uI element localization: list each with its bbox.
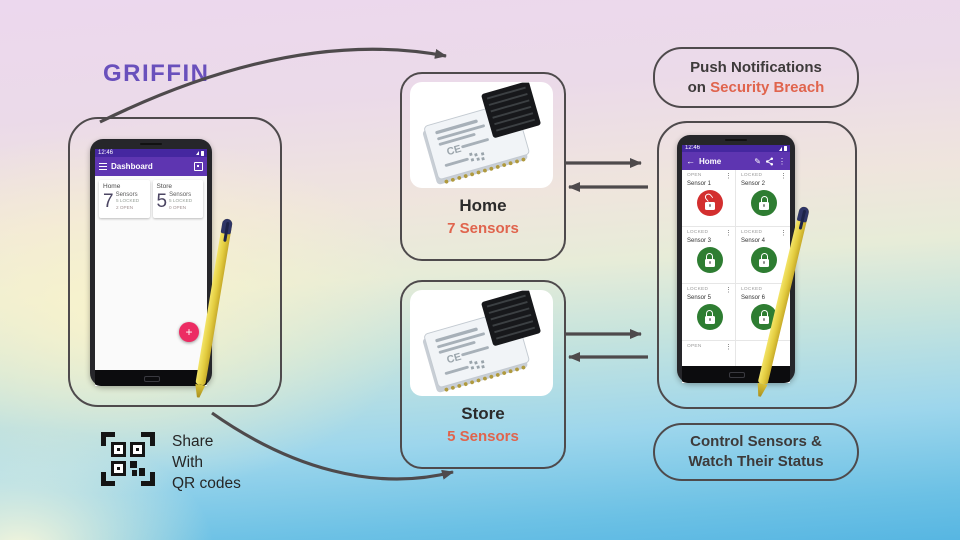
home-module-box: Home 7 Sensors (400, 72, 566, 261)
home-key[interactable] (729, 372, 745, 378)
signal-icon (779, 146, 782, 151)
battery-icon (201, 150, 204, 156)
status-bar: 12:46 (682, 145, 790, 152)
card-menu-icon[interactable]: ⋮ (725, 344, 732, 351)
open-count: 2 OPEN (115, 206, 133, 211)
dashboard-phone: 12:46 Dashboard Home 7 Sensors 5 LOCKED … (90, 139, 212, 386)
share-line-2: With (172, 454, 203, 471)
sensor-count: 7 (103, 191, 114, 212)
lock-toggle[interactable] (696, 304, 723, 330)
menu-icon[interactable] (99, 163, 107, 170)
card-menu-icon[interactable]: ⋮ (780, 173, 787, 180)
control-line-1: Control Sensors & (690, 433, 822, 450)
app-bar-title: Dashboard (111, 162, 153, 171)
phone-bottom-bezel (95, 370, 207, 386)
control-sensors-callout: Control Sensors & Watch Their Status (653, 423, 859, 481)
share-icon[interactable] (765, 157, 774, 166)
overflow-menu-icon[interactable]: ⋮ (778, 156, 786, 166)
back-icon[interactable]: ← (686, 156, 695, 166)
status-bar: 12:46 (95, 149, 207, 157)
app-bar: ← Home ✎ ⋮ (682, 152, 790, 170)
control-phone-frame (657, 121, 857, 409)
status-time: 12:46 (685, 145, 701, 151)
page-title: GRIFFIN (103, 60, 210, 87)
locked-count: 5 LOCKED (169, 199, 193, 204)
sensor-card-7-partial[interactable]: OPEN⋮ (682, 341, 736, 366)
share-line-1: Share (172, 433, 214, 450)
push-notifications-callout: Push Notifications on Security Breach (653, 47, 859, 108)
phone-bottom-bezel (682, 366, 790, 383)
home-module-image (410, 82, 553, 188)
card-title: Store (156, 183, 173, 190)
card-menu-icon[interactable]: ⋮ (725, 230, 732, 237)
open-count: 0 OPEN (169, 206, 187, 211)
app-bar-title: Home (699, 156, 722, 166)
home-module-label: Home (459, 196, 507, 215)
lock-toggle[interactable] (751, 247, 777, 273)
security-breach-highlight: Security Breach (710, 78, 825, 96)
card-menu-icon[interactable]: ⋮ (780, 230, 787, 237)
sensor-name: Sensor 1 (687, 181, 712, 187)
locked-count: 5 LOCKED (115, 199, 139, 204)
edit-icon[interactable]: ✎ (754, 156, 761, 166)
control-screen: 12:46 ← Home ✎ ⋮ OPEN⋮ Sensor 1 LOCKED⋮ … (682, 145, 790, 383)
share-line-3: QR codes (172, 475, 241, 492)
card-menu-icon[interactable]: ⋮ (725, 287, 732, 294)
sensor-card-2[interactable]: LOCKED⋮ Sensor 2 (736, 170, 790, 227)
signal-icon (196, 151, 199, 155)
store-module-box: Store 5 Sensors (400, 280, 566, 469)
lock-icon (759, 252, 769, 267)
sensor-card-3[interactable]: LOCKED⋮ Sensor 3 (682, 227, 736, 284)
control-phone: 12:46 ← Home ✎ ⋮ OPEN⋮ Sensor 1 LOCKED⋮ … (677, 135, 795, 383)
qr-code-icon (101, 432, 155, 486)
add-button[interactable]: + (179, 322, 199, 342)
home-key[interactable] (144, 376, 160, 382)
store-summary-card[interactable]: Store 5 Sensors 5 LOCKED 0 OPEN (152, 180, 203, 218)
dashboard-screen: 12:46 Dashboard Home 7 Sensors 5 LOCKED … (95, 149, 207, 386)
status-icons (196, 150, 204, 156)
lock-icon (704, 252, 715, 267)
lock-toggle[interactable] (696, 247, 723, 273)
sensor-count: 5 (156, 191, 168, 212)
unlock-toggle[interactable] (696, 190, 723, 216)
status-icons (779, 146, 787, 151)
control-line-2: Watch Their Status (688, 453, 824, 470)
card-title: Home (103, 183, 121, 190)
sensor-unit: Sensors (115, 192, 138, 198)
phone-speaker (140, 143, 162, 145)
qr-share-caption: Share With QR codes (172, 431, 241, 494)
sensor-card-5[interactable]: LOCKED⋮ Sensor 5 (682, 284, 736, 341)
home-summary-card[interactable]: Home 7 Sensors 5 LOCKED 2 OPEN (99, 180, 150, 218)
sensor-card-4[interactable]: LOCKED⋮ Sensor 4 (736, 227, 790, 284)
push-line-1: Push Notifications (690, 58, 822, 76)
app-bar: Dashboard (95, 157, 207, 176)
status-time: 12:46 (98, 150, 114, 156)
lock-icon (704, 309, 715, 324)
phone-speaker (725, 139, 747, 141)
push-line-2: on Security Breach (687, 78, 825, 96)
qr-scan-icon[interactable] (194, 162, 203, 171)
store-module-sensors: 5 Sensors (447, 428, 519, 445)
lock-icon (759, 195, 769, 210)
lock-toggle[interactable] (751, 190, 777, 216)
lock-icon (759, 309, 769, 324)
dashboard-content: Home 7 Sensors 5 LOCKED 2 OPEN Store 5 (95, 176, 207, 370)
sensor-status: OPEN (687, 173, 702, 178)
sensor-card-1[interactable]: OPEN ⋮ Sensor 1 (682, 170, 736, 227)
battery-icon (784, 146, 787, 151)
sensor-unit: Sensors (169, 192, 192, 198)
home-module-sensors: 7 Sensors (447, 220, 519, 237)
open-lock-icon (704, 201, 715, 210)
store-module-image (410, 290, 553, 396)
card-menu-icon[interactable]: ⋮ (725, 173, 732, 180)
store-module-label: Store (461, 404, 505, 423)
